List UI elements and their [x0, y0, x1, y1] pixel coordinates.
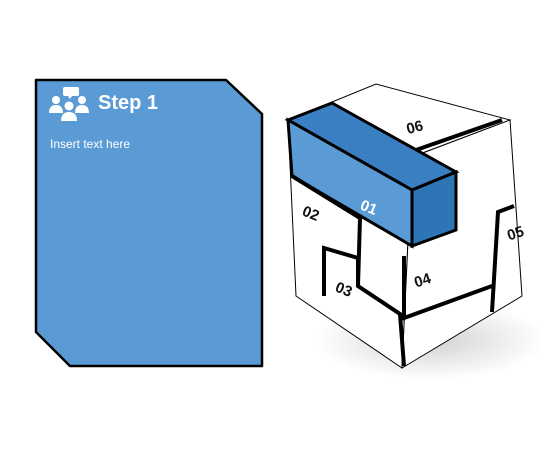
- label-01: 01: [358, 197, 380, 219]
- label-04: 04: [412, 270, 434, 292]
- card-title: Step 1: [98, 92, 159, 114]
- block-05-outline: [490, 204, 515, 313]
- label-05: 05: [505, 223, 526, 244]
- block-03-outline: [322, 245, 406, 367]
- label-03: 03: [333, 279, 355, 301]
- card-body-text: Insert text here: [50, 137, 131, 151]
- top-divider-front: [415, 118, 503, 152]
- block-04-outline: [402, 256, 493, 321]
- step-card: [34, 78, 264, 368]
- label-02: 02: [300, 203, 322, 225]
- label-06: 06: [405, 117, 426, 138]
- block-01-side: [410, 169, 458, 249]
- people-discussion-icon: [48, 86, 90, 122]
